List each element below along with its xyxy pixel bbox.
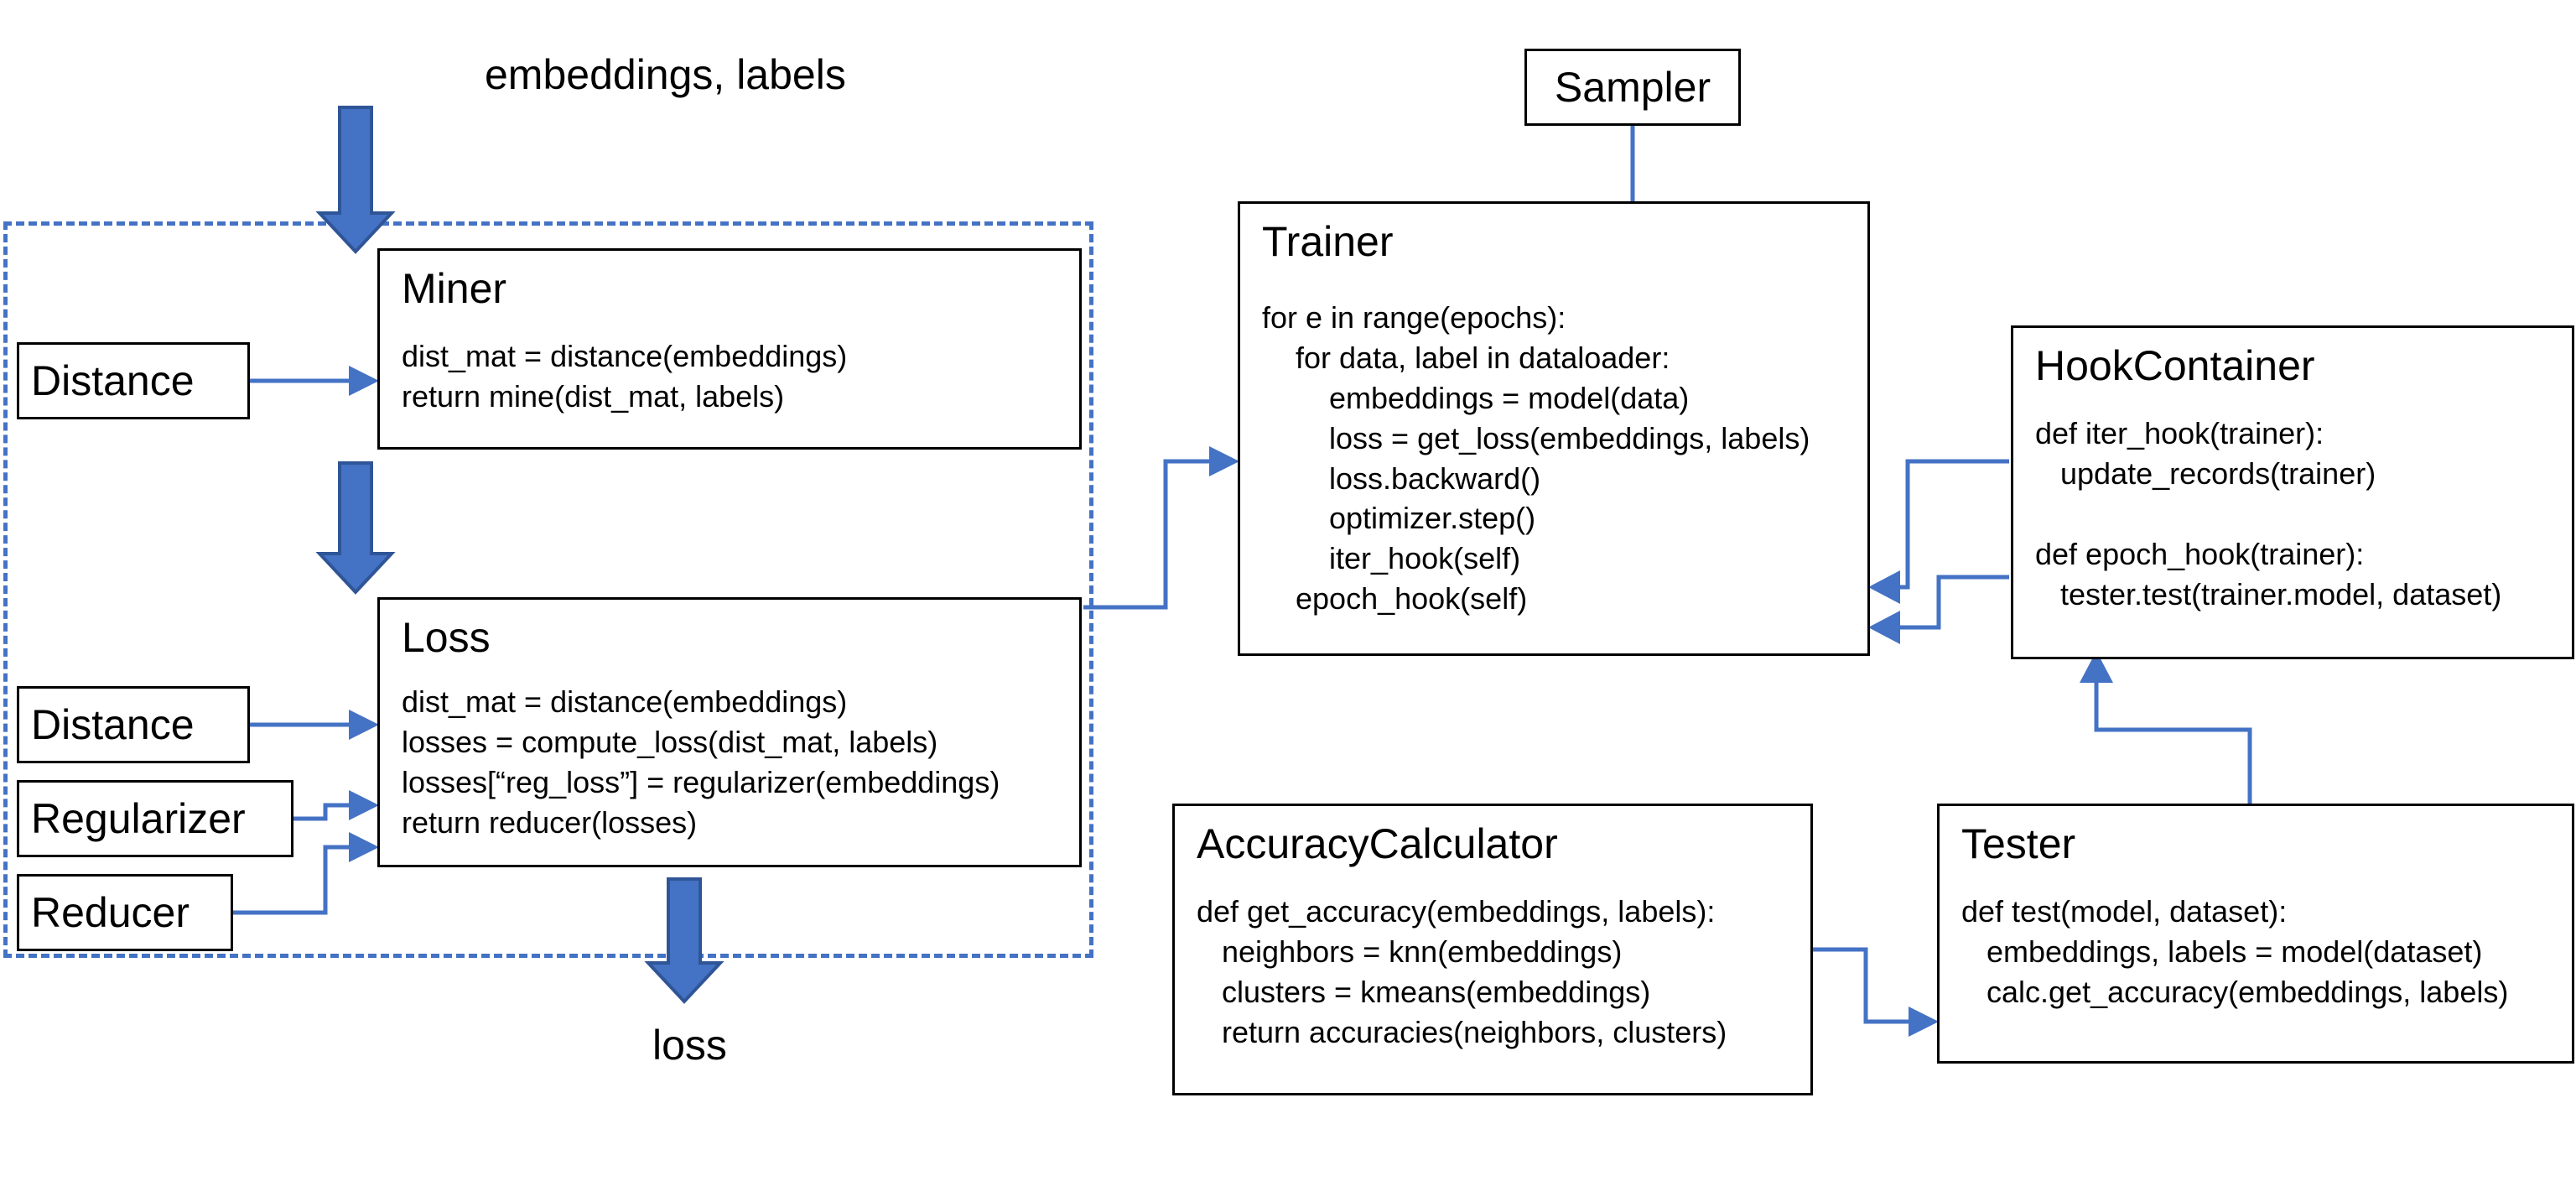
trainer-title: Trainer — [1262, 218, 1394, 265]
loss-title: Loss — [402, 614, 491, 661]
loss-box[interactable]: Loss dist_mat = distance(embeddings) los… — [377, 597, 1082, 867]
trainer-box[interactable]: Trainer for e in range(epochs): for data… — [1238, 201, 1870, 656]
hookcontainer-title: HookContainer — [2035, 342, 2315, 389]
distance-loss-box[interactable]: Distance — [17, 686, 250, 763]
distance-miner-box[interactable]: Distance — [17, 342, 250, 419]
miner-title: Miner — [402, 265, 507, 312]
tester-box[interactable]: Tester def test(model, dataset): embeddi… — [1937, 804, 2574, 1064]
reducer-box[interactable]: Reducer — [17, 874, 233, 951]
tester-code: def test(model, dataset): embeddings, la… — [1961, 894, 2509, 1009]
accuracycalculator-title: AccuracyCalculator — [1197, 820, 1558, 867]
hookcontainer-code: def iter_hook(trainer): update_records(t… — [2035, 416, 2502, 611]
regularizer-label: Regularizer — [31, 795, 246, 842]
tester-title: Tester — [1961, 820, 2076, 867]
output-label: loss — [652, 1022, 727, 1069]
arrow-hookcontainer-iter-to-trainer — [1868, 459, 2009, 604]
sampler-box[interactable]: Sampler — [1524, 49, 1741, 126]
hookcontainer-box[interactable]: HookContainer def iter_hook(trainer): up… — [2011, 325, 2574, 659]
arrow-accuracycalculator-to-tester — [1813, 947, 1939, 1037]
miner-code: dist_mat = distance(embeddings) return m… — [402, 339, 848, 414]
distance-loss-label: Distance — [31, 701, 195, 748]
miner-box[interactable]: Miner dist_mat = distance(embeddings) re… — [377, 248, 1082, 450]
loss-code: dist_mat = distance(embeddings) losses =… — [402, 684, 1000, 840]
arrow-hookcontainer-epoch-to-trainer — [1868, 575, 2009, 644]
trainer-code: for e in range(epochs): for data, label … — [1262, 300, 1810, 617]
input-label: embeddings, labels — [485, 51, 846, 98]
regularizer-box[interactable]: Regularizer — [17, 780, 293, 857]
sampler-label: Sampler — [1554, 64, 1711, 111]
accuracycalculator-box[interactable]: AccuracyCalculator def get_accuracy(embe… — [1172, 804, 1813, 1095]
distance-miner-label: Distance — [31, 357, 195, 404]
arrow-tester-to-hookcontainer — [2080, 651, 2252, 804]
reducer-label: Reducer — [31, 889, 190, 936]
accuracycalculator-code: def get_accuracy(embeddings, labels): ne… — [1197, 894, 1727, 1049]
arrow-loss-to-trainer — [1083, 446, 1239, 610]
